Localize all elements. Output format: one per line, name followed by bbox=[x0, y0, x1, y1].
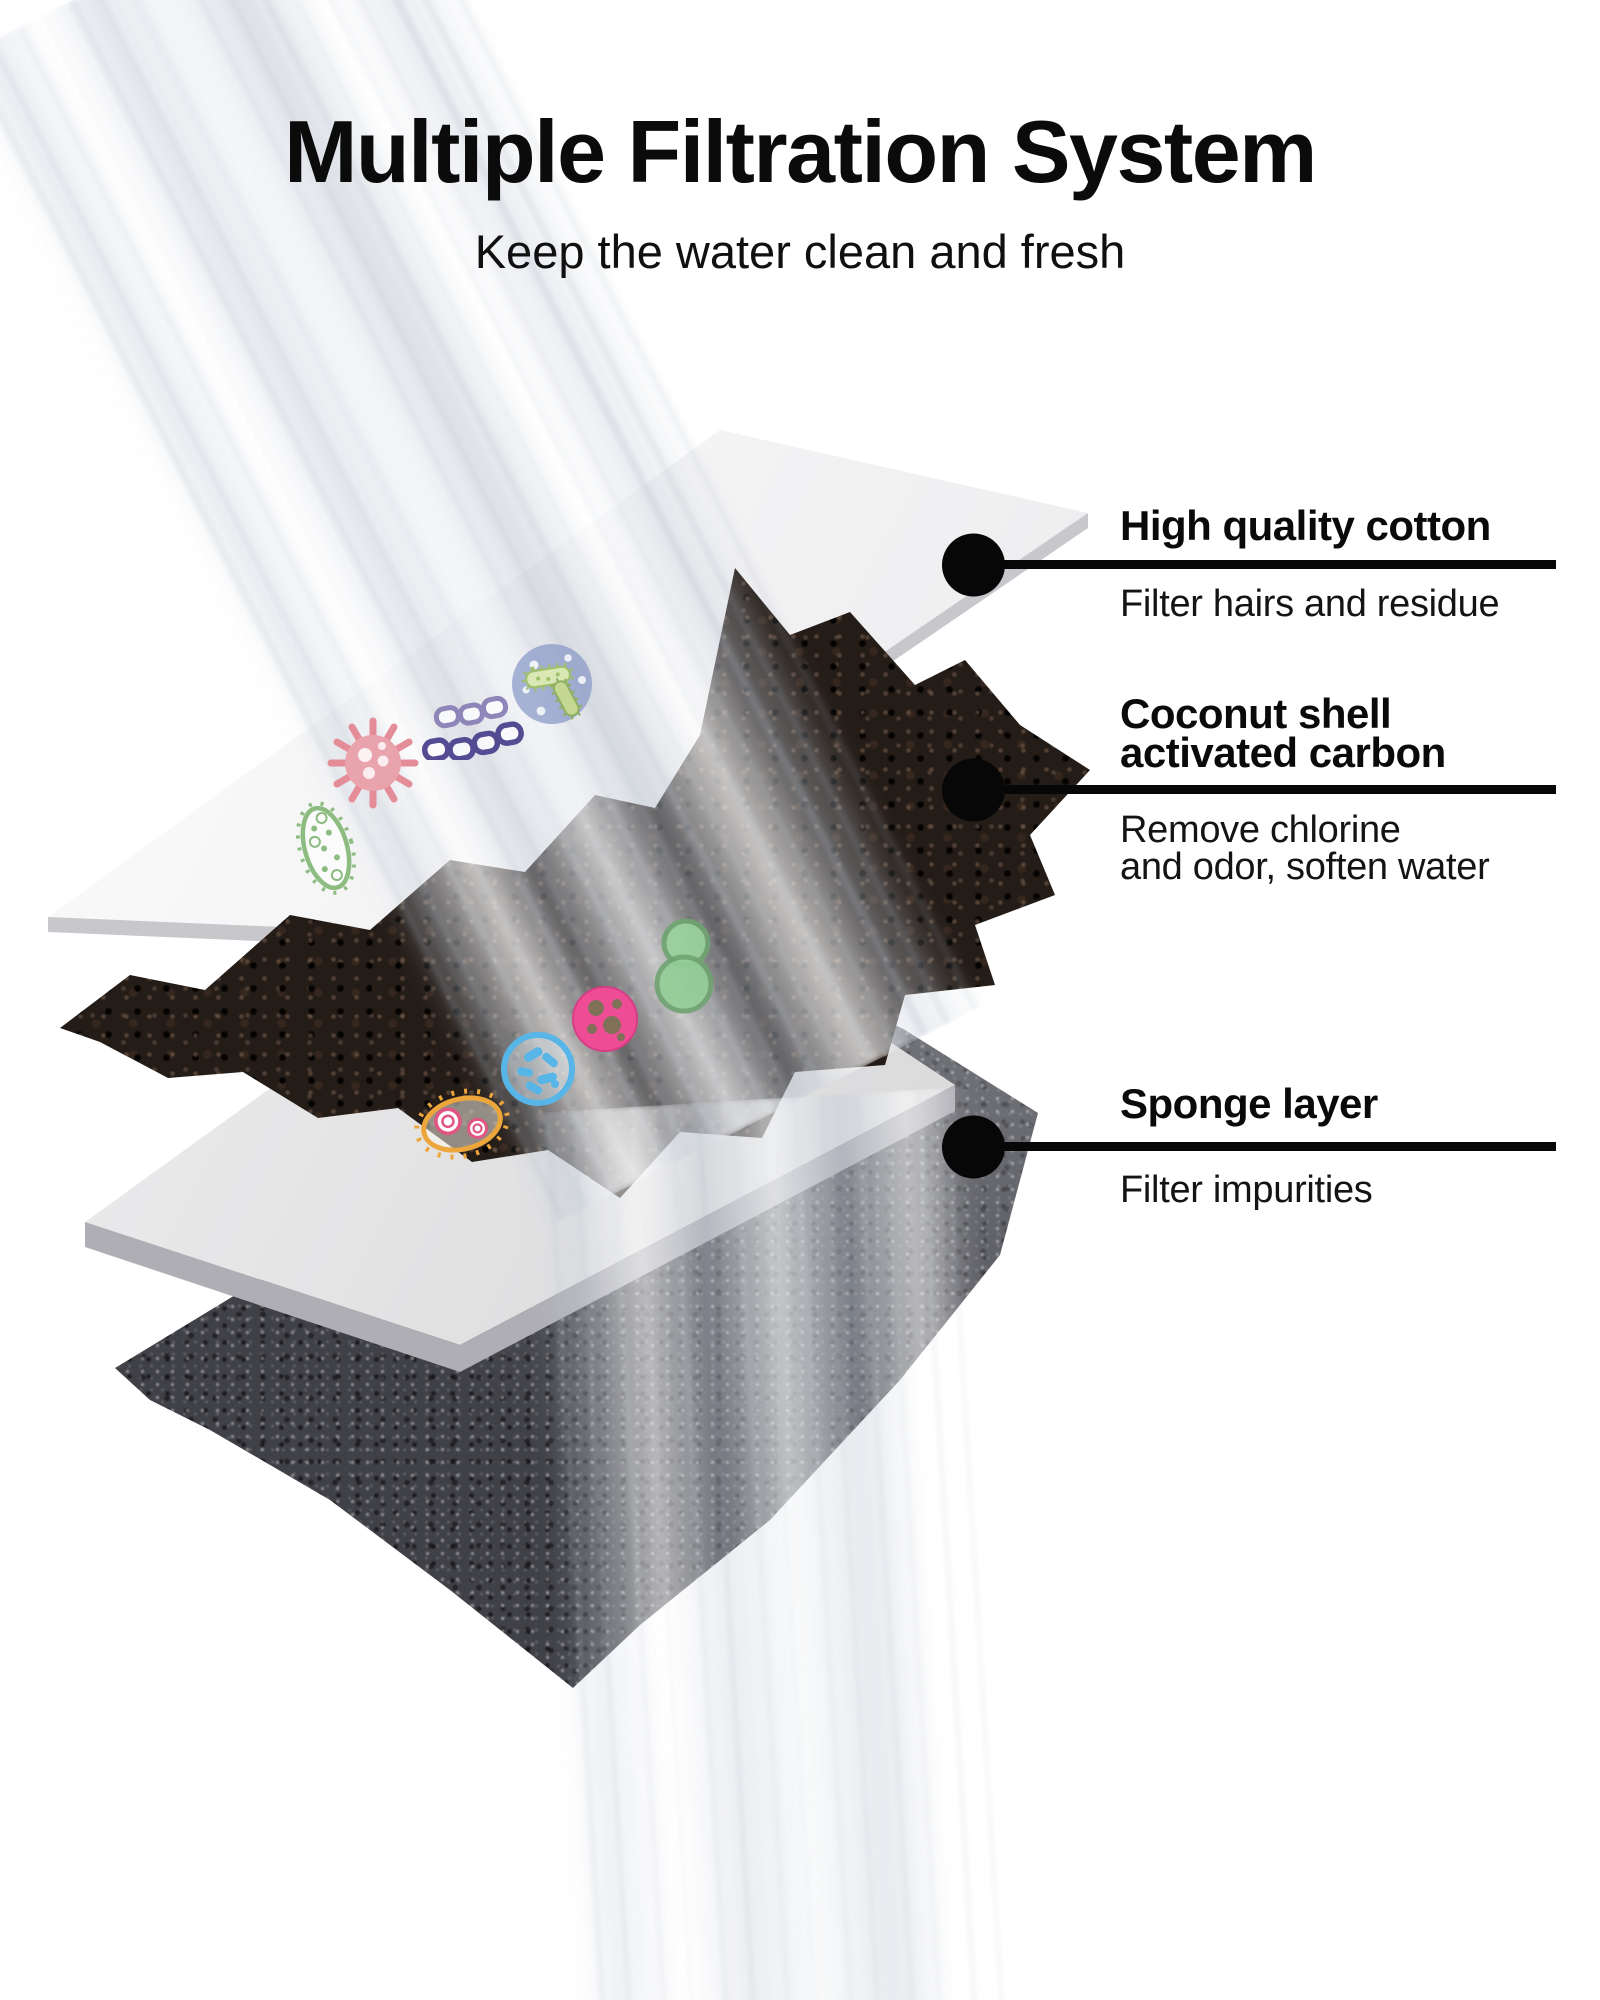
callout-desc-line: Remove chlorine bbox=[1120, 809, 1401, 852]
callout-sponge-dot-icon bbox=[942, 1115, 1005, 1179]
capsule-bacteria-icon bbox=[295, 801, 357, 895]
yeast-cells-icon bbox=[654, 918, 714, 1014]
callout-carbon-title: Coconut shell activated carbon bbox=[1120, 693, 1556, 774]
page-title: Multiple Filtration System bbox=[284, 102, 1317, 201]
callout-title-line: Sponge layer bbox=[1120, 1080, 1378, 1127]
header: Multiple Filtration System Keep the wate… bbox=[0, 108, 1600, 279]
callout-carbon-line bbox=[942, 758, 1556, 822]
callout-title-line: High quality cotton bbox=[1120, 502, 1491, 549]
callout-cotton-description: Filter hairs and residue bbox=[1120, 583, 1556, 626]
chain-bacteria-icon bbox=[422, 695, 524, 760]
callout-cotton: High quality cotton Filter hairs and res… bbox=[940, 505, 1556, 626]
callout-desc-line: Filter impurities bbox=[1120, 1169, 1373, 1212]
callout-sponge: Sponge layer Filter impurities bbox=[940, 1083, 1556, 1212]
callout-carbon-description: Remove chlorine and odor, soften water bbox=[1120, 809, 1556, 888]
callout-cotton-dot-icon bbox=[942, 533, 1005, 597]
callout-title-line: activated carbon bbox=[1120, 729, 1446, 777]
callout-sponge-title: Sponge layer bbox=[1120, 1083, 1556, 1125]
callout-sponge-description: Filter impurities bbox=[1120, 1169, 1556, 1212]
callout-desc-line: Filter hairs and residue bbox=[1120, 583, 1500, 626]
callout-title-line: Coconut shell bbox=[1120, 690, 1392, 737]
protozoa-icon bbox=[414, 1088, 510, 1160]
callout-desc-line: and odor, soften water bbox=[1120, 845, 1490, 888]
callout-sponge-line bbox=[942, 1115, 1556, 1179]
callout-cotton-line bbox=[942, 533, 1556, 597]
callout-cotton-title: High quality cotton bbox=[1120, 505, 1556, 547]
callout-carbon-dot-icon bbox=[942, 758, 1005, 822]
page-subtitle: Keep the water clean and fresh bbox=[474, 225, 1126, 278]
callout-carbon: Coconut shell activated carbon Remove ch… bbox=[940, 693, 1556, 888]
